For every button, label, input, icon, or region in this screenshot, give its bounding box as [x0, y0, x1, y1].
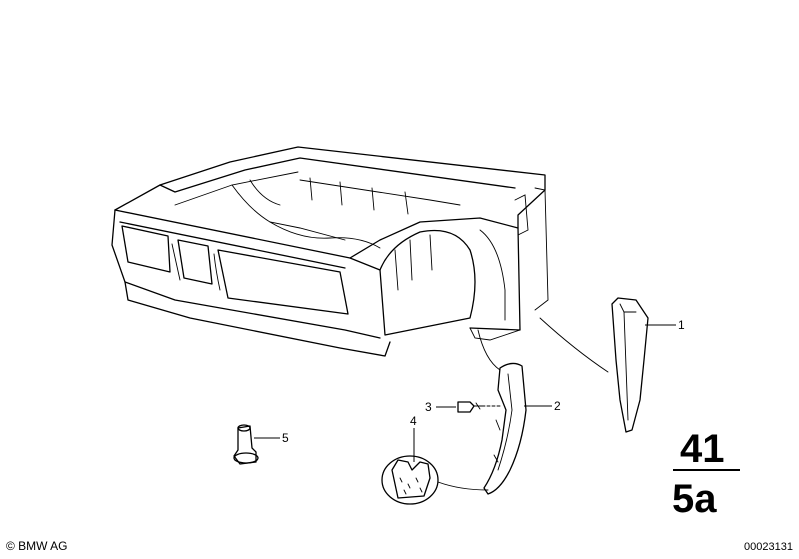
group-number-block: 41 5a — [672, 427, 740, 521]
part-3-clip — [457, 401, 501, 413]
callout-4: 4 — [410, 414, 417, 428]
callout-3: 3 — [425, 400, 432, 414]
diagram-id: 00023131 — [744, 541, 793, 553]
group-sub-number: 5a — [672, 477, 717, 521]
callout-2: 2 — [554, 399, 561, 413]
part-5-grommet — [233, 424, 259, 465]
copyright-text: © BMW AG — [6, 539, 68, 553]
callout-5: 5 — [282, 431, 289, 445]
front-body-structure — [111, 146, 609, 373]
part-2-splash-guard — [477, 329, 527, 495]
callout-1: 1 — [678, 318, 685, 332]
part-1-panel — [611, 297, 649, 433]
part-4-seal-strip — [381, 455, 489, 505]
group-main-number: 41 — [680, 427, 725, 471]
